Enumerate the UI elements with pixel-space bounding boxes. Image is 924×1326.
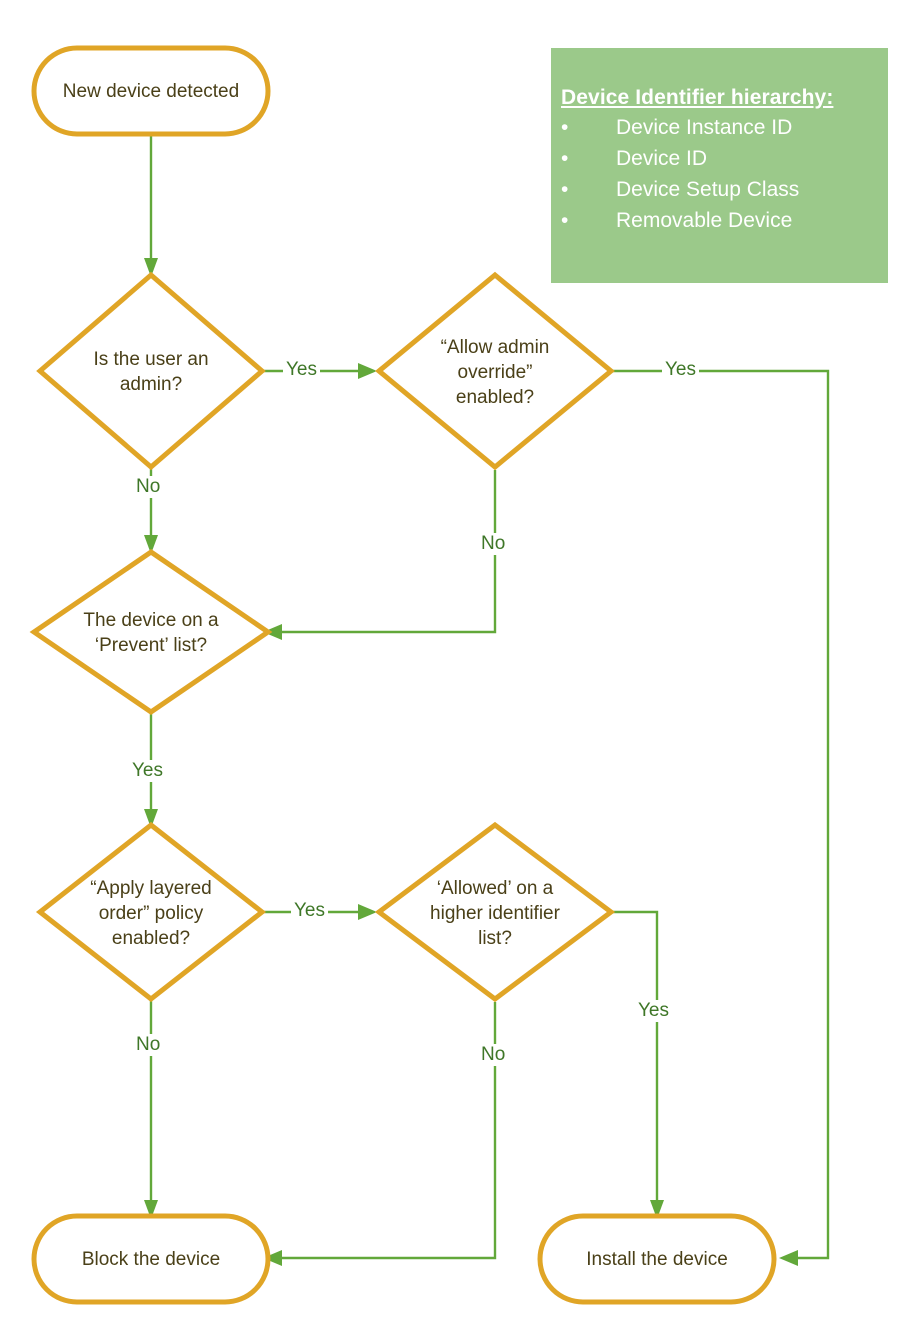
edge-override-yes-arrow (779, 1250, 798, 1266)
edge-is-admin-no-arrow (144, 535, 158, 554)
bullet-icon: • (561, 116, 569, 139)
edge-prevent-yes-arrow (144, 809, 158, 828)
edge-layered-no-arrow (144, 1200, 158, 1219)
node-block-shape (31, 1213, 271, 1305)
legend-item: • Device ID (551, 143, 888, 174)
edge-label-allowed-yes: Yes (635, 1000, 672, 1022)
edge-start-to-is-admin-arrow (144, 258, 158, 277)
legend-item: • Device Instance ID (551, 112, 888, 143)
legend-list: • Device Instance ID • Device ID • Devic… (551, 112, 888, 236)
legend-item: • Device Setup Class (551, 174, 888, 205)
edge-allowed-no-arrow (263, 1250, 282, 1266)
edge-allowed-no-line (276, 1002, 497, 1260)
edge-label-override-yes: Yes (662, 359, 699, 381)
edge-label-is-admin-yes: Yes (283, 359, 320, 381)
node-start-shape (31, 45, 271, 137)
legend-box: Device Identifier hierarchy: • Device In… (551, 48, 888, 283)
edge-label-layered-yes: Yes (291, 900, 328, 922)
bullet-icon: • (561, 209, 569, 232)
node-install-shape (537, 1213, 777, 1305)
legend-item-label: Device Setup Class (616, 178, 800, 201)
node-allowed-higher-shape (374, 821, 616, 1003)
edge-label-is-admin-no: No (133, 476, 164, 498)
edge-layered-yes-arrow (358, 904, 377, 920)
edge-allowed-yes-arrow (650, 1200, 664, 1219)
node-prevent-list-shape (29, 548, 273, 716)
edge-allowed-yes-line (611, 910, 659, 1214)
bullet-icon: • (561, 178, 569, 201)
edge-is-admin-yes-arrow (358, 363, 377, 379)
edge-label-layered-no: No (133, 1034, 164, 1056)
edge-label-override-no: No (478, 533, 509, 555)
legend-item: • Removable Device (551, 205, 888, 236)
node-admin-override-shape (375, 271, 615, 471)
legend-item-label: Device Instance ID (616, 116, 793, 139)
node-is-admin-shape (36, 271, 266, 471)
node-layered-order-shape (35, 821, 267, 1003)
legend-item-label: Removable Device (616, 209, 793, 232)
edge-override-no-arrow (263, 624, 282, 640)
edge-label-prevent-yes: Yes (129, 760, 166, 782)
edge-override-no-line (276, 470, 497, 634)
bullet-icon: • (561, 147, 569, 170)
legend-item-label: Device ID (616, 147, 708, 170)
edge-override-yes-line (611, 369, 830, 1260)
edge-label-allowed-no: No (478, 1044, 509, 1066)
legend-title: Device Identifier hierarchy: (561, 86, 834, 109)
